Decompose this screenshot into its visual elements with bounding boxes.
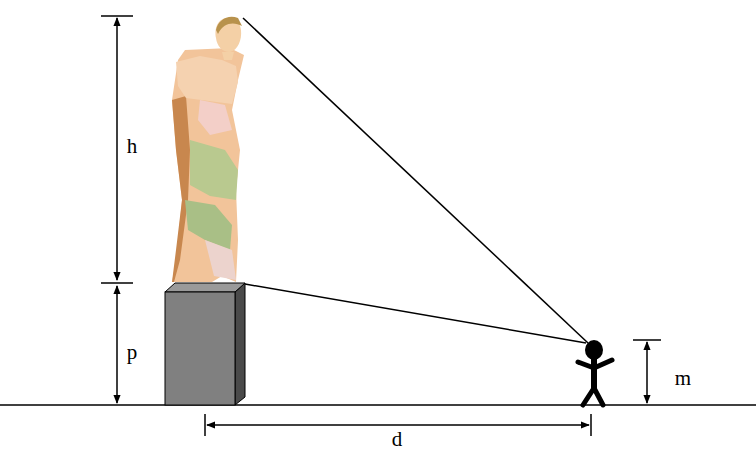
pedestal — [165, 283, 245, 405]
sight-line — [243, 18, 588, 343]
statue — [172, 17, 244, 282]
person-figure — [578, 340, 612, 405]
dimension-label: h — [125, 136, 140, 157]
dimension-p — [116, 286, 118, 403]
sight-line — [245, 284, 586, 343]
dimension-m — [633, 340, 661, 403]
dimension-label: m — [673, 368, 693, 389]
ground-line — [0, 404, 756, 406]
dimension-label: d — [390, 429, 405, 450]
dimension-label: p — [125, 342, 140, 363]
